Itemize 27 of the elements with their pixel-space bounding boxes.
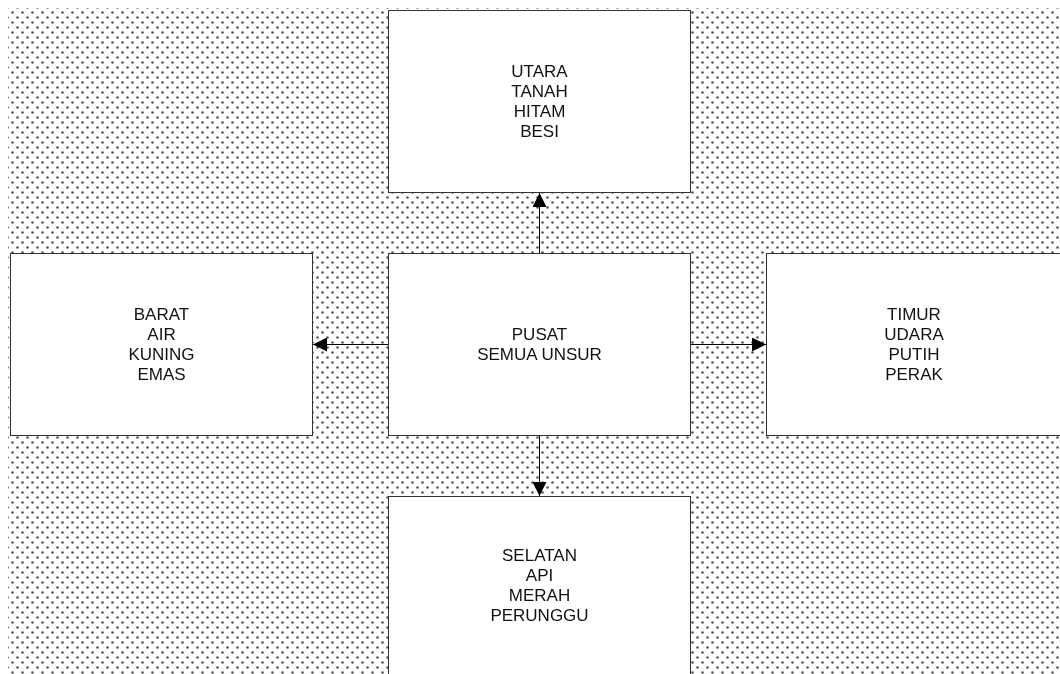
box-label: KUNING [128, 344, 195, 365]
box-label: AIR [147, 324, 176, 345]
box-label: EMAS [137, 364, 186, 385]
text-box [388, 10, 691, 193]
box-label: TIMUR [887, 304, 941, 325]
text-box [10, 253, 313, 436]
box-label: UDARA [884, 324, 944, 345]
box-label: SEMUA UNSUR [477, 344, 602, 365]
text-box [388, 496, 691, 674]
box-label: PERUNGGU [490, 606, 589, 626]
box-label: PUSAT [511, 324, 568, 345]
box-label: BARAT [133, 304, 190, 325]
box-label: BESI [520, 121, 559, 142]
box-label: PERAK [885, 364, 943, 385]
arrow [312, 337, 389, 352]
arrow [532, 192, 547, 254]
box-label: HITAM [513, 101, 566, 122]
box-label: API [525, 566, 554, 586]
box-label: MERAH [508, 586, 571, 606]
arrow [690, 337, 767, 352]
text-box [388, 253, 691, 436]
box-label: TANAH [511, 81, 568, 102]
text-box [766, 253, 1060, 436]
arrow [532, 435, 547, 497]
box-label: UTARA [511, 61, 568, 82]
box-label: SELATAN [502, 546, 577, 566]
box-label: PUTIH [888, 344, 940, 365]
